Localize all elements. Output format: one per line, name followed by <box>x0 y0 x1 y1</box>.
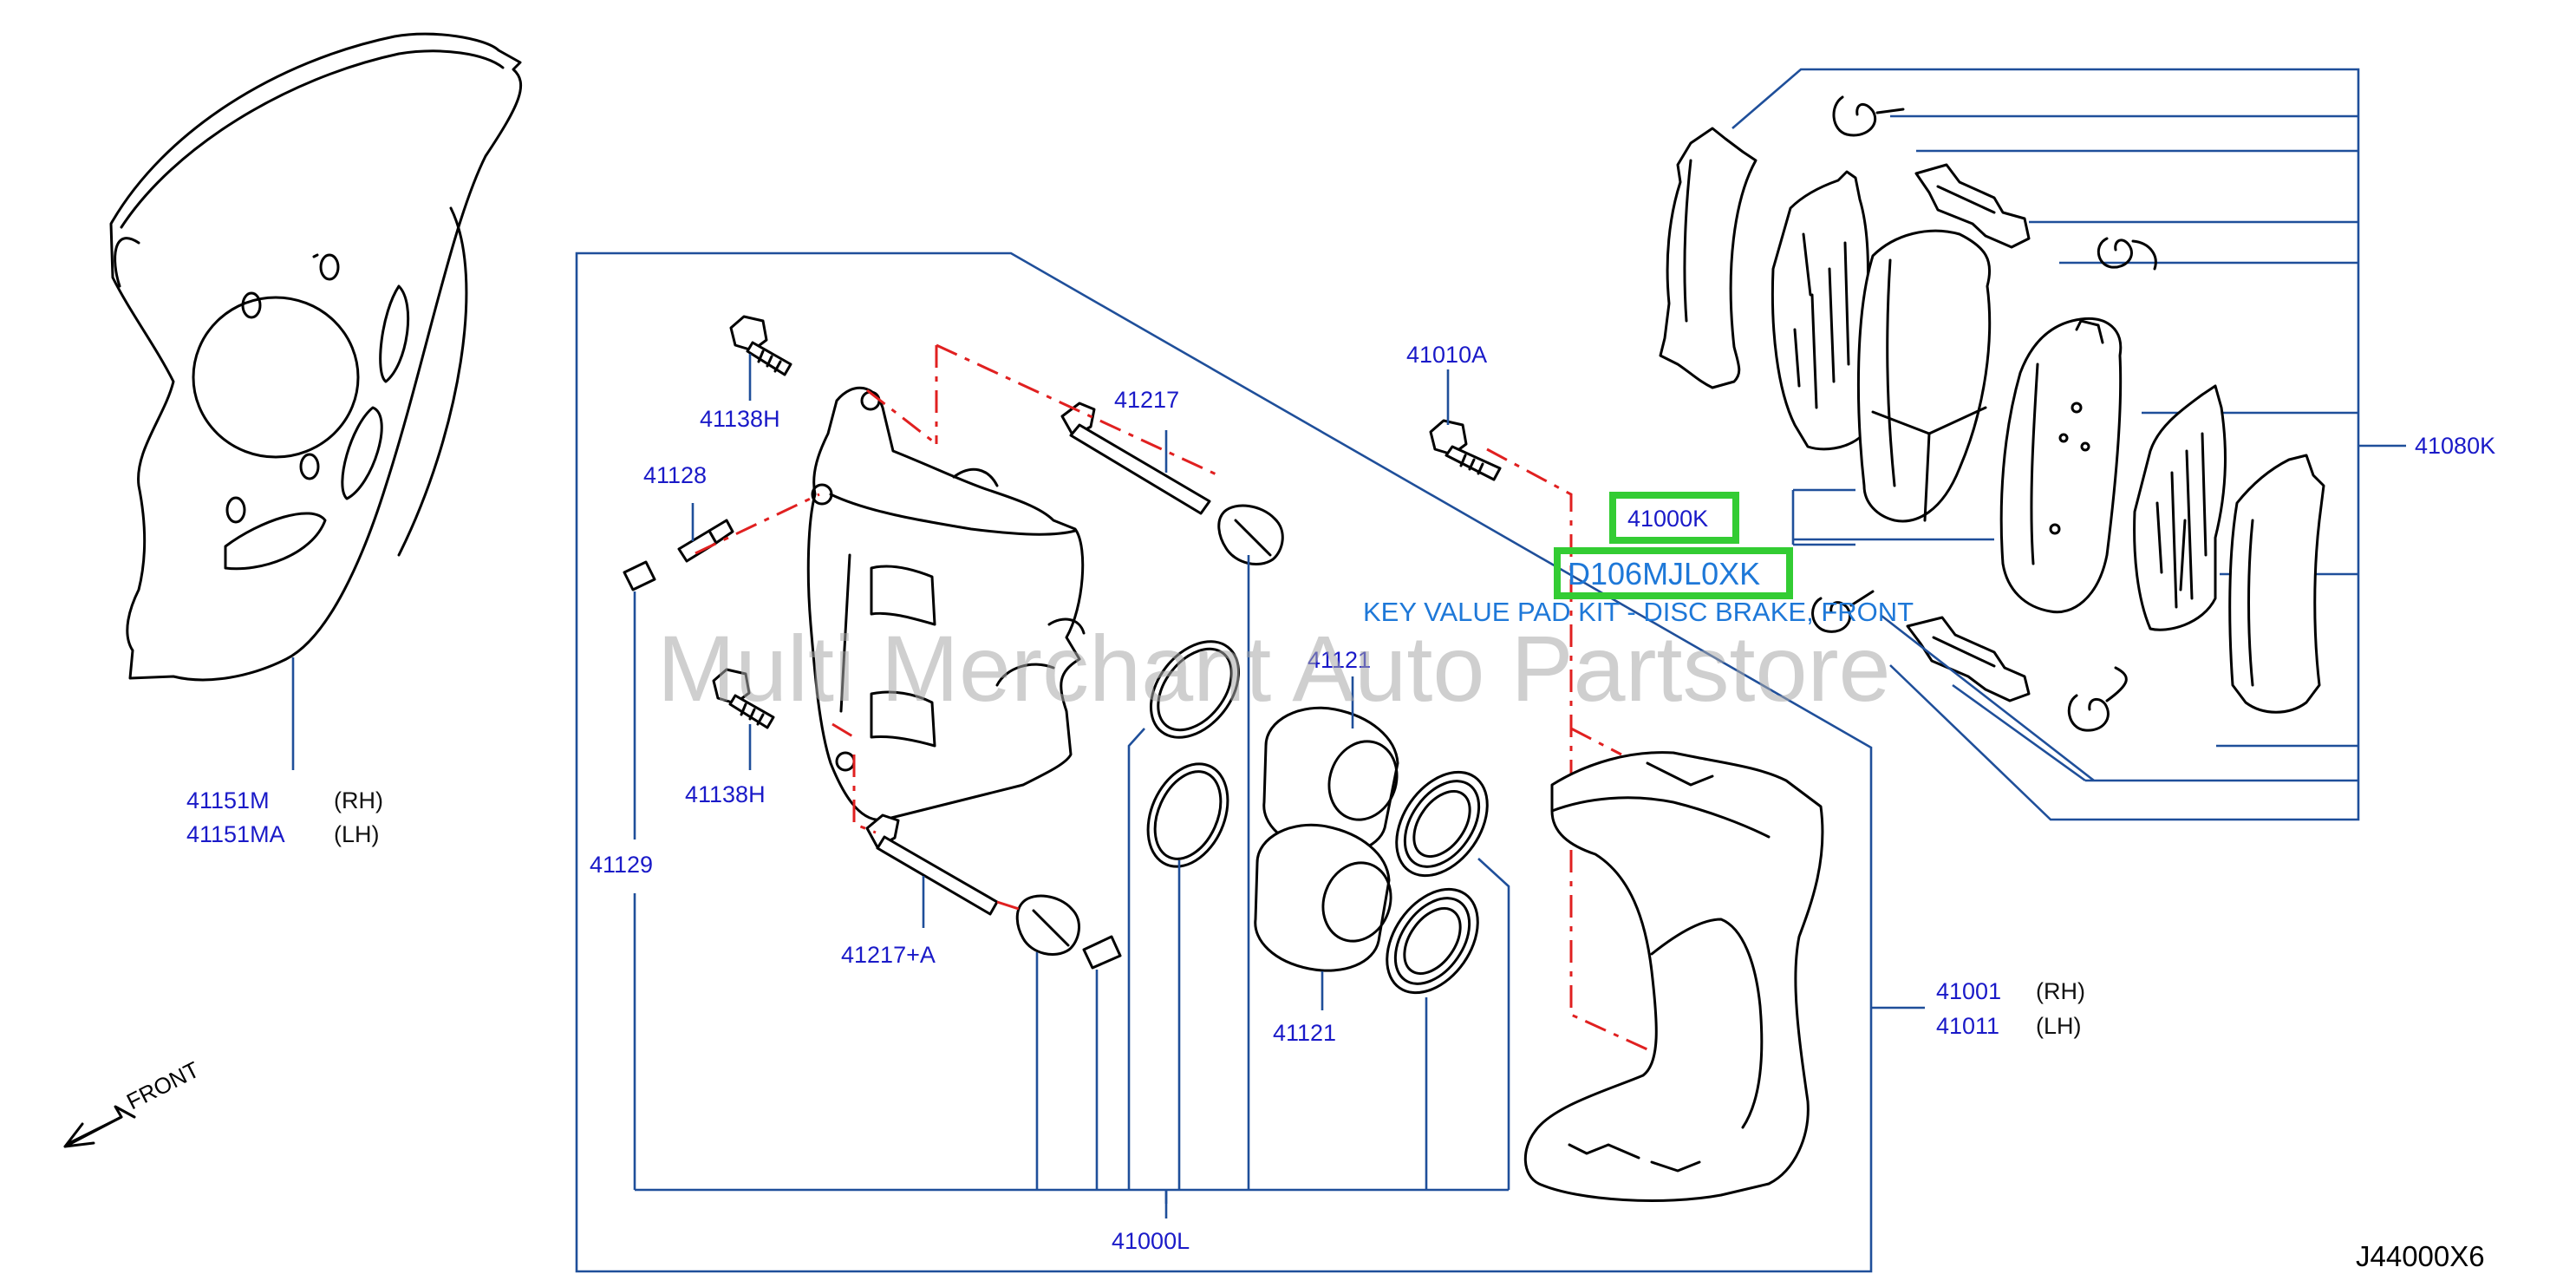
label-41121-bottom[interactable]: 41121 <box>1273 1020 1336 1046</box>
label-41138H-top[interactable]: 41138H <box>700 406 780 432</box>
brake-pad-inner-part[interactable] <box>1856 229 1992 523</box>
highlight-description: KEY VALUE PAD KIT - DISC BRAKE, FRONT <box>1363 597 1914 627</box>
guide-pin-41217-part[interactable] <box>1060 402 1211 515</box>
label-41151M[interactable]: 41151M <box>186 787 270 813</box>
pad-spring-bottom-right-part[interactable] <box>2067 666 2128 732</box>
piston-seal-top-part[interactable] <box>1133 624 1257 754</box>
label-41011[interactable]: 41011 <box>1936 1013 1999 1039</box>
bleeder-screw-41128-part[interactable] <box>677 519 734 563</box>
bolt-41010A-part[interactable] <box>1429 419 1502 481</box>
anti-noise-shim-right-part[interactable] <box>2133 384 2227 631</box>
piston-boot-bottom-part[interactable] <box>1368 872 1497 1010</box>
bolt-41138H-top-part[interactable] <box>729 315 792 376</box>
highlight-part-number[interactable]: 41000K <box>1627 506 1708 532</box>
label-41010A[interactable]: 41010A <box>1406 342 1487 368</box>
label-41129[interactable]: 41129 <box>590 852 653 878</box>
pin-boot-top-part[interactable] <box>1217 504 1284 566</box>
dust-shield-part[interactable] <box>109 32 523 682</box>
label-41121-top[interactable]: 41121 <box>1308 647 1371 673</box>
pad-spring-right-part[interactable] <box>2097 237 2157 271</box>
pin-boot-cap-part[interactable] <box>1082 935 1122 970</box>
label-41080K[interactable]: 41080K <box>2415 433 2495 459</box>
watermark-text: Multi Merchant Auto Partstore <box>657 616 1891 721</box>
label-41000L[interactable]: 41000L <box>1112 1228 1190 1254</box>
caliper-body-part[interactable] <box>806 386 1086 821</box>
highlight-box-part-number <box>1609 492 1739 544</box>
label-lh: (LH) <box>334 821 380 847</box>
label-41128[interactable]: 41128 <box>643 462 707 488</box>
pad-retainer-bottom-part[interactable] <box>1906 616 2031 702</box>
label-rh: (RH) <box>334 787 383 813</box>
pad-kit-frame <box>1731 68 2360 821</box>
pad-spring-top-part[interactable] <box>1832 95 1905 137</box>
pad-shim-inner-part[interactable] <box>2228 454 2325 714</box>
pin-boot-bottom-part[interactable] <box>1015 894 1080 957</box>
front-label: FRONT <box>122 1056 204 1114</box>
anti-noise-shim-left-part[interactable] <box>1771 170 1869 451</box>
label-41011-lh: (LH) <box>2036 1013 2082 1039</box>
caliper-assembly-frame <box>575 252 1873 1273</box>
bleeder-cap-41129-part[interactable] <box>623 560 656 591</box>
brake-pad-outer-part[interactable] <box>1999 317 2123 614</box>
label-41001[interactable]: 41001 <box>1936 978 2001 1004</box>
label-41217[interactable]: 41217 <box>1114 387 1179 413</box>
label-41151MA[interactable]: 41151MA <box>186 821 285 847</box>
piston-bottom-part[interactable] <box>1254 823 1402 972</box>
pad-retainer-top-part[interactable] <box>1914 163 2031 249</box>
label-41138H-bottom[interactable]: 41138H <box>685 781 766 807</box>
label-41001-rh: (RH) <box>2036 978 2085 1004</box>
piston-seal-bottom-part[interactable] <box>1132 751 1242 879</box>
label-41217A[interactable]: 41217+A <box>841 942 936 968</box>
pad-shim-outer-part[interactable] <box>1659 127 1758 389</box>
bolt-41138H-bottom-part[interactable] <box>712 668 775 729</box>
pad-spring-bottom-left-part[interactable] <box>1811 590 1875 633</box>
piston-boot-top-part[interactable] <box>1378 755 1506 893</box>
diagram-code: J44000X6 <box>2356 1240 2485 1272</box>
highlight-box-oem-code <box>1554 547 1793 599</box>
front-arrow-icon <box>63 1105 136 1148</box>
highlight-oem-code[interactable]: D106MJL0XK <box>1568 556 1760 591</box>
guide-pin-41217A-part[interactable] <box>865 813 999 916</box>
caliper-bracket-part[interactable] <box>1523 751 1824 1202</box>
